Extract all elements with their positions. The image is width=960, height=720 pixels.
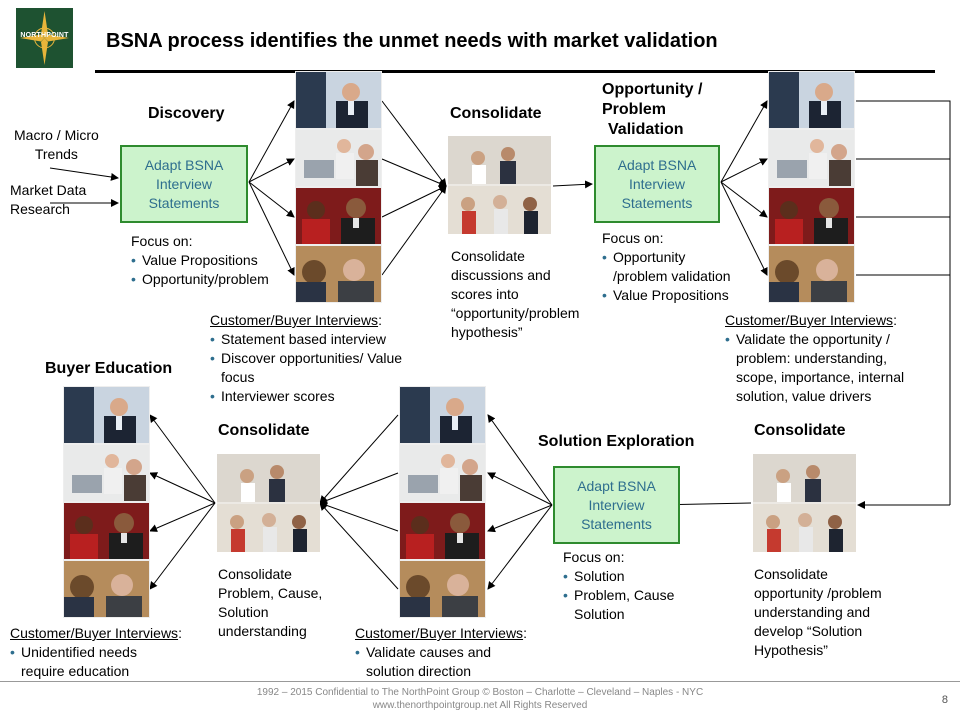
photo-group-meeting-collage-1 xyxy=(448,136,551,234)
list-item: Opportunity/problem validation xyxy=(602,248,767,286)
list-item: Opportunity/problem xyxy=(131,270,301,289)
solution-adapt-box: Adapt BSNA Interview Statements xyxy=(553,466,680,544)
education-photo-stack xyxy=(64,387,149,617)
photo-smiling-colleagues-meeting xyxy=(64,503,149,559)
photo-businessman-at-desk xyxy=(400,387,485,443)
validation-photo-stack xyxy=(769,72,854,302)
consolidate-heading-1: Consolidate xyxy=(450,105,542,122)
page-number: 8 xyxy=(941,694,948,706)
photo-group-meeting-collage-3 xyxy=(217,454,320,552)
photo-businessman-at-desk xyxy=(769,72,854,128)
photo-older-man-interview xyxy=(400,561,485,617)
photo-smiling-colleagues-meeting xyxy=(400,503,485,559)
education-interviews: Customer/Buyer Interviews: Unidentified … xyxy=(10,624,220,681)
validation-adapt-box: Adapt BSNA Interview Statements xyxy=(594,145,720,223)
consolidate-heading-3: Consolidate xyxy=(218,422,310,439)
arrow-macro-trends xyxy=(49,167,119,181)
discovery-focus: Focus on: Value Propositions Opportunity… xyxy=(131,232,301,289)
solution-interviews: Customer/Buyer Interviews: Validate caus… xyxy=(355,624,565,681)
discovery-adapt-box: Adapt BSNA Interview Statements xyxy=(120,145,248,223)
list-item: Solution xyxy=(563,567,713,586)
discovery-heading: Discovery xyxy=(148,105,225,122)
footer-confidential: 1992 – 2015 Confidential to The NorthPoi… xyxy=(256,687,704,698)
buyer-education-heading: Buyer Education xyxy=(45,360,173,377)
discovery-photo-stack xyxy=(296,72,381,302)
consolidate-desc-1: Consolidate discussions and scores into … xyxy=(451,248,580,340)
photo-smiling-colleagues-meeting xyxy=(769,188,854,244)
macro-trends-label: Macro / Micro Trends xyxy=(14,127,99,162)
discovery-interviews: Customer/Buyer Interviews: Statement bas… xyxy=(210,311,440,406)
photo-older-man-interview xyxy=(296,246,381,302)
northpoint-logo: NORTHPOINT xyxy=(16,8,73,68)
footer-website: www.thenorthpointgroup.net All Rights Re… xyxy=(372,700,588,711)
photo-businessman-at-desk xyxy=(296,72,381,128)
list-item: Interviewer scores xyxy=(210,387,440,406)
list-item: Statement based interview xyxy=(210,330,440,349)
photo-two-colleagues-at-laptop xyxy=(400,445,485,501)
photo-older-man-interview xyxy=(64,561,149,617)
validation-focus: Focus on: Opportunity/problem validation… xyxy=(602,229,767,305)
page-title: BSNA process identifies the unmet needs … xyxy=(106,30,718,52)
consolidate-desc-2: Consolidate opportunity /problem underst… xyxy=(754,566,882,658)
solution-photo-stack xyxy=(400,387,485,617)
photo-businessman-at-desk xyxy=(64,387,149,443)
validation-heading: Opportunity / Problem Validation xyxy=(602,81,703,138)
photo-older-man-interview xyxy=(769,246,854,302)
photo-group-meeting-collage-2 xyxy=(753,454,856,552)
list-item: Value Propositions xyxy=(131,251,301,270)
photo-two-colleagues-at-laptop xyxy=(64,445,149,501)
solution-focus: Focus on: Solution Problem, CauseSolutio… xyxy=(563,548,713,624)
title-divider xyxy=(95,70,935,73)
logo-text: NORTHPOINT xyxy=(20,32,69,39)
consolidate-desc-3: Consolidate Problem, Cause, Solution und… xyxy=(218,566,323,639)
photo-smiling-colleagues-meeting xyxy=(296,188,381,244)
photo-two-colleagues-at-laptop xyxy=(296,130,381,186)
footer-divider xyxy=(0,681,960,682)
solution-heading: Solution Exploration xyxy=(538,433,695,450)
list-item: Value Propositions xyxy=(602,286,767,305)
consolidate-heading-2: Consolidate xyxy=(754,422,846,439)
validation-interviews: Customer/Buyer Interviews: Validate the … xyxy=(725,311,950,406)
market-data-label: Market Data Research xyxy=(10,182,87,217)
photo-two-colleagues-at-laptop xyxy=(769,130,854,186)
list-item: Validate the opportunity / problem: unde… xyxy=(725,330,950,406)
